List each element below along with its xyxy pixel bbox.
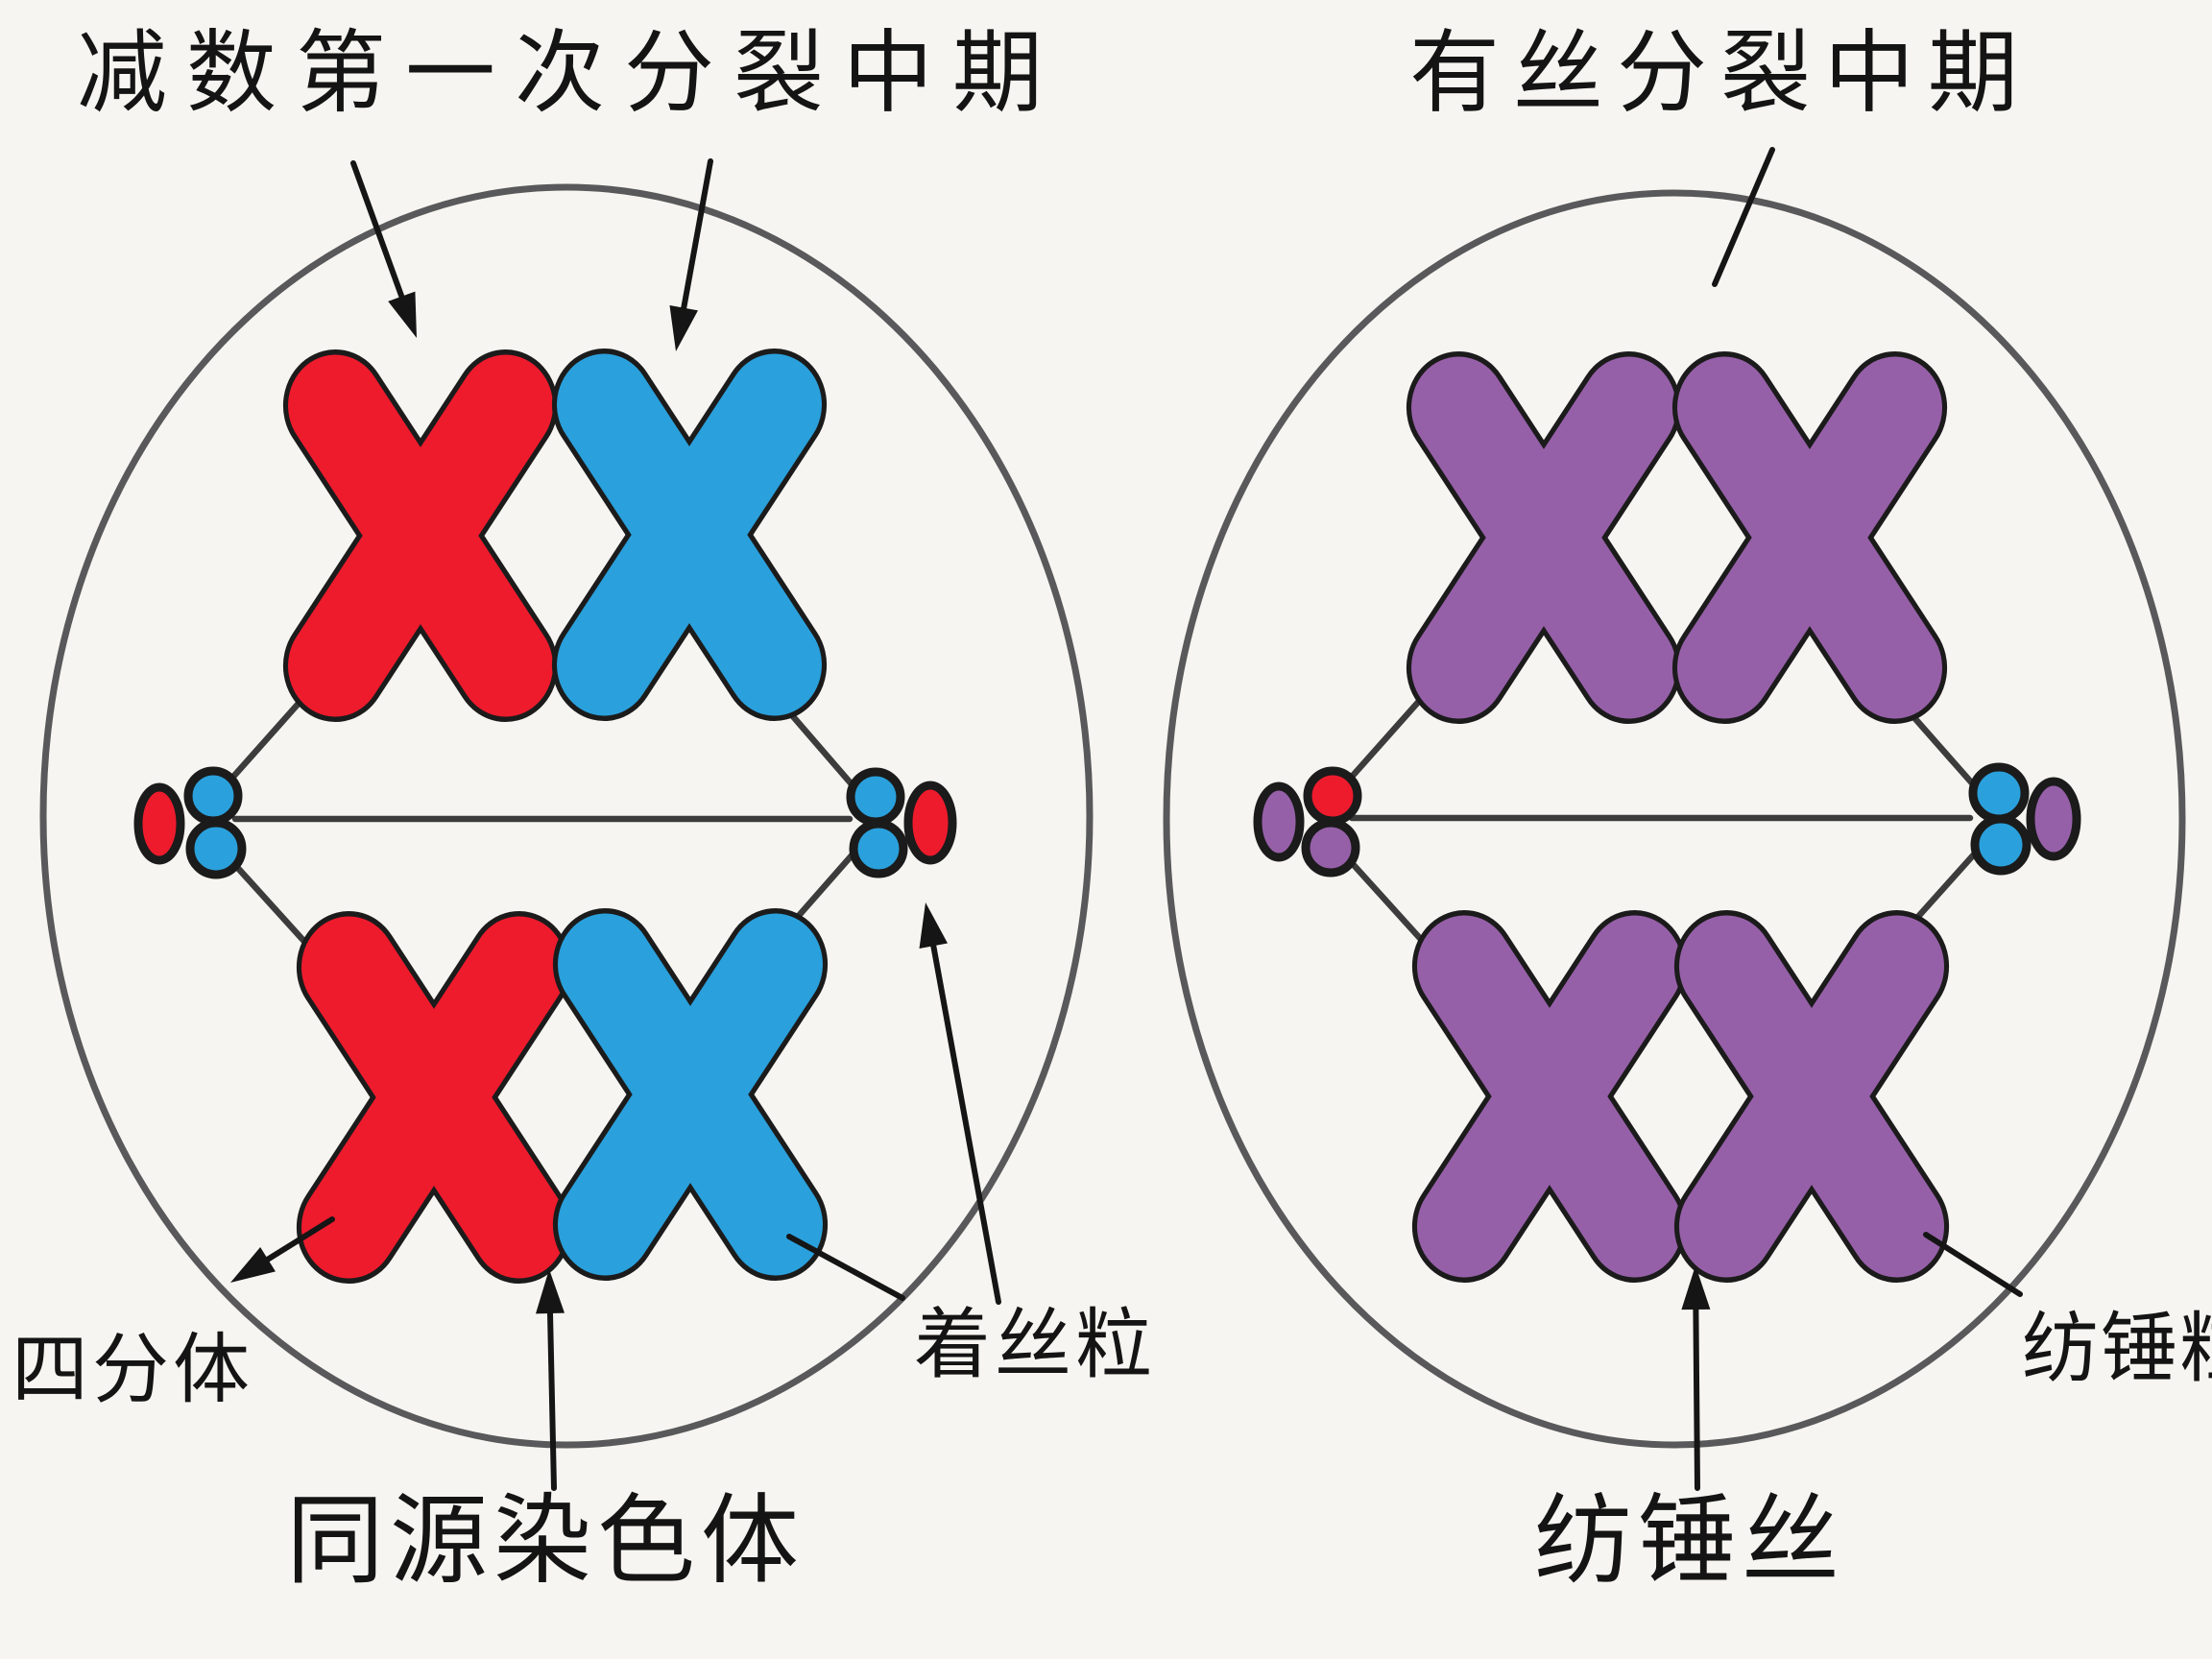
arrow-title-to-blue-tetrad bbox=[680, 158, 713, 317]
label-tetrad: 四分体 bbox=[12, 1329, 253, 1413]
centriole-dot-blue-mitosis-metaphase bbox=[1968, 762, 2030, 824]
label-spindle-granule: 纺锤粒 bbox=[2022, 1308, 2212, 1392]
centriole-dot-blue-meiosis-metaphase-1 bbox=[183, 766, 243, 826]
chromosome-purple-mitosis-metaphase bbox=[1406, 351, 1682, 724]
centriole-oval-purple-mitosis-metaphase bbox=[2026, 777, 2081, 861]
centriole-dot-purple-mitosis-metaphase bbox=[1301, 818, 1360, 878]
arrow-centromere-to-pole-head bbox=[919, 902, 949, 949]
arrow-tetrad-label-head bbox=[230, 1246, 276, 1283]
chromatid bbox=[1677, 356, 1942, 719]
arrow-homologous-label-head bbox=[536, 1269, 565, 1314]
label-mitosis-metaphase-title: 有丝分裂中期 bbox=[1409, 24, 2032, 124]
chromatid bbox=[288, 354, 553, 717]
cell-membrane-mitosis-metaphase bbox=[1163, 189, 2186, 1449]
centriole-dot-blue-meiosis-metaphase-1 bbox=[846, 767, 905, 827]
chromatid bbox=[558, 913, 823, 1276]
chromatid bbox=[1417, 915, 1682, 1278]
arrow-homologous-label bbox=[546, 1304, 557, 1491]
label-homologous-chromosomes: 同源染色体 bbox=[286, 1488, 805, 1597]
arrow-title-to-blue-tetrad-head bbox=[669, 305, 698, 351]
leader-mitosis-title bbox=[1712, 147, 1775, 287]
chromosome-purple-mitosis-metaphase bbox=[1411, 910, 1688, 1283]
arrow-title-to-red-tetrad bbox=[350, 160, 407, 305]
centriole-oval-purple-mitosis-metaphase bbox=[1253, 781, 1305, 862]
chromatid bbox=[1679, 915, 1944, 1278]
centriole-dot-blue-meiosis-metaphase-1 bbox=[849, 819, 908, 878]
chromosome-blue-meiosis-metaphase-1 bbox=[551, 349, 828, 721]
chromosome-purple-mitosis-metaphase bbox=[1671, 351, 1948, 724]
chromosome-red-meiosis-metaphase-1 bbox=[296, 911, 572, 1284]
chromosome-blue-meiosis-metaphase-1 bbox=[552, 908, 829, 1281]
chromatid bbox=[557, 353, 822, 716]
arrow-spindle-fiber-label-head bbox=[1681, 1265, 1711, 1310]
chromatid bbox=[1411, 356, 1676, 719]
centriole-dot-blue-mitosis-metaphase bbox=[1970, 814, 2032, 876]
centriole-oval-red-meiosis-metaphase-1 bbox=[903, 781, 957, 865]
chromatid bbox=[301, 916, 566, 1279]
label-spindle-fiber: 纺锤丝 bbox=[1534, 1488, 1845, 1597]
cell-membrane-meiosis-metaphase-1 bbox=[39, 183, 1094, 1449]
centriole-dot-blue-meiosis-metaphase-1 bbox=[185, 818, 247, 879]
centriole-dot-red-mitosis-metaphase bbox=[1303, 766, 1362, 826]
chromosome-purple-mitosis-metaphase bbox=[1673, 910, 1950, 1283]
arrow-tetrad-label bbox=[259, 1216, 335, 1265]
leader-centromere-to-chromatid bbox=[786, 1234, 905, 1301]
arrow-spindle-fiber-label bbox=[1693, 1300, 1700, 1491]
arrow-centromere-to-pole bbox=[929, 937, 1001, 1305]
arrow-title-to-red-tetrad-head bbox=[388, 291, 417, 338]
leader-spindle-granule bbox=[1923, 1232, 2023, 1297]
centriole-oval-red-meiosis-metaphase-1 bbox=[133, 782, 185, 865]
label-centromere: 着丝粒 bbox=[914, 1304, 1156, 1388]
label-meiosis-metaphase-title: 减数第一次分裂中期 bbox=[77, 24, 1063, 124]
chromosome-red-meiosis-metaphase-1 bbox=[282, 349, 559, 722]
